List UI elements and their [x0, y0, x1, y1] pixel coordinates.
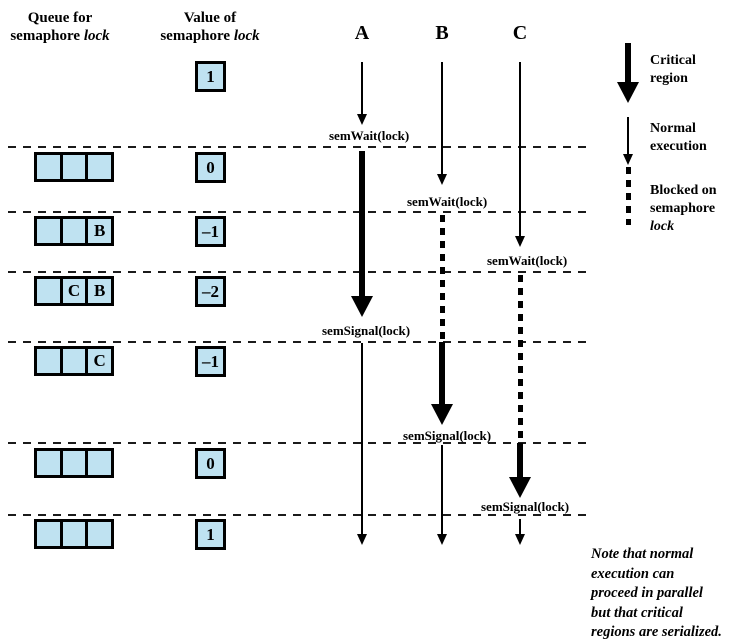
event-label-b-semwait: semWait(lock) [407, 194, 488, 209]
arrowhead-icon [515, 534, 525, 545]
queue-cell [37, 279, 60, 303]
semaphore-value-box: 1 [195, 519, 226, 550]
timeline-separator-3 [8, 271, 588, 273]
queue-cell [85, 155, 111, 179]
legend-normal-label: Normal execution [650, 121, 707, 154]
critical-arrowhead-icon [351, 296, 373, 317]
arrowhead-icon [437, 174, 447, 185]
legend-critical-label: Critical region [650, 53, 696, 86]
legend-normal-arrow-icon [627, 117, 629, 155]
queue-cell [59, 155, 86, 179]
queue-cell: C [85, 349, 111, 373]
timeline-separator-4 [8, 341, 588, 343]
queue-cell [37, 219, 60, 243]
semaphore-value-box: –1 [195, 346, 226, 377]
critical-arrowhead-icon [509, 477, 531, 498]
legend-blocked-label: Blocked on semaphore lock [650, 183, 717, 234]
event-label-a-semsignal: semSignal(lock) [322, 323, 411, 338]
legend-critical-arrowhead-icon [617, 82, 639, 103]
arrowhead-icon [437, 534, 447, 545]
lock-word: lock [650, 219, 675, 234]
process-c-normal-line [519, 519, 521, 534]
queue-cell [37, 522, 60, 546]
lock-word: lock [233, 28, 260, 44]
queue-header-line1: Queue for [27, 10, 93, 26]
queue-cell [59, 219, 86, 243]
timeline-separator-2 [8, 211, 588, 213]
event-label-c-semsignal: semSignal(lock) [481, 499, 570, 514]
process-a-normal-line [361, 62, 363, 114]
value-column-header: Value of semaphore lock [150, 9, 270, 45]
queue-cell [37, 349, 60, 373]
value-header-line1: Value of [183, 10, 237, 26]
queue-row-3: C B [34, 276, 114, 306]
process-b-critical-region [439, 342, 445, 404]
queue-row-2: B [34, 216, 114, 246]
queue-cell: C [59, 279, 86, 303]
process-c-normal-line [519, 62, 521, 236]
legend-critical-arrow-icon [625, 43, 631, 83]
queue-cell: B [85, 219, 111, 243]
timeline-separator-6 [8, 514, 588, 516]
queue-row-1 [34, 152, 114, 182]
legend-blocked-line-icon [626, 167, 631, 225]
timeline-separator-5 [8, 442, 588, 444]
event-label-b-semsignal: semSignal(lock) [403, 428, 492, 443]
queue-row-5 [34, 448, 114, 478]
queue-cell [85, 451, 111, 475]
timeline-separator-1 [8, 146, 588, 148]
semaphore-value-box: –1 [195, 216, 226, 247]
queue-cell [37, 155, 60, 179]
process-c-critical-region [517, 443, 523, 478]
queue-cell [85, 522, 111, 546]
critical-arrowhead-icon [431, 404, 453, 425]
semaphore-value-box: 1 [195, 61, 226, 92]
queue-cell: B [85, 279, 111, 303]
arrowhead-icon [357, 534, 367, 545]
semaphore-value-box: 0 [195, 448, 226, 479]
semaphore-value-box: 0 [195, 152, 226, 183]
queue-row-6 [34, 519, 114, 549]
process-label-c: C [512, 22, 528, 44]
arrowhead-icon [515, 236, 525, 247]
process-b-normal-line [441, 62, 443, 174]
event-label-a-semwait: semWait(lock) [329, 128, 410, 143]
value-header-line2: semaphore lock [160, 28, 260, 44]
queue-column-header: Queue for semaphore lock [0, 9, 120, 45]
process-b-normal-line [441, 445, 443, 534]
arrowhead-icon [357, 114, 367, 125]
queue-cell [59, 349, 86, 373]
queue-cell [59, 451, 86, 475]
semaphore-value-box: –2 [195, 276, 226, 307]
queue-row-4: C [34, 346, 114, 376]
process-a-critical-region [359, 151, 365, 296]
process-b-blocked-line [440, 215, 445, 341]
event-label-c-semwait: semWait(lock) [487, 253, 568, 268]
process-c-blocked-line [518, 275, 523, 441]
process-label-a: A [354, 22, 370, 44]
queue-header-line2: semaphore lock [10, 28, 110, 44]
lock-word: lock [83, 28, 110, 44]
process-label-b: B [435, 22, 449, 44]
process-a-normal-line [361, 343, 363, 534]
serialization-note: Note that normal execution can proceed i… [591, 546, 722, 640]
legend-normal-arrowhead-icon [623, 154, 633, 165]
queue-cell [37, 451, 60, 475]
queue-cell [59, 522, 86, 546]
